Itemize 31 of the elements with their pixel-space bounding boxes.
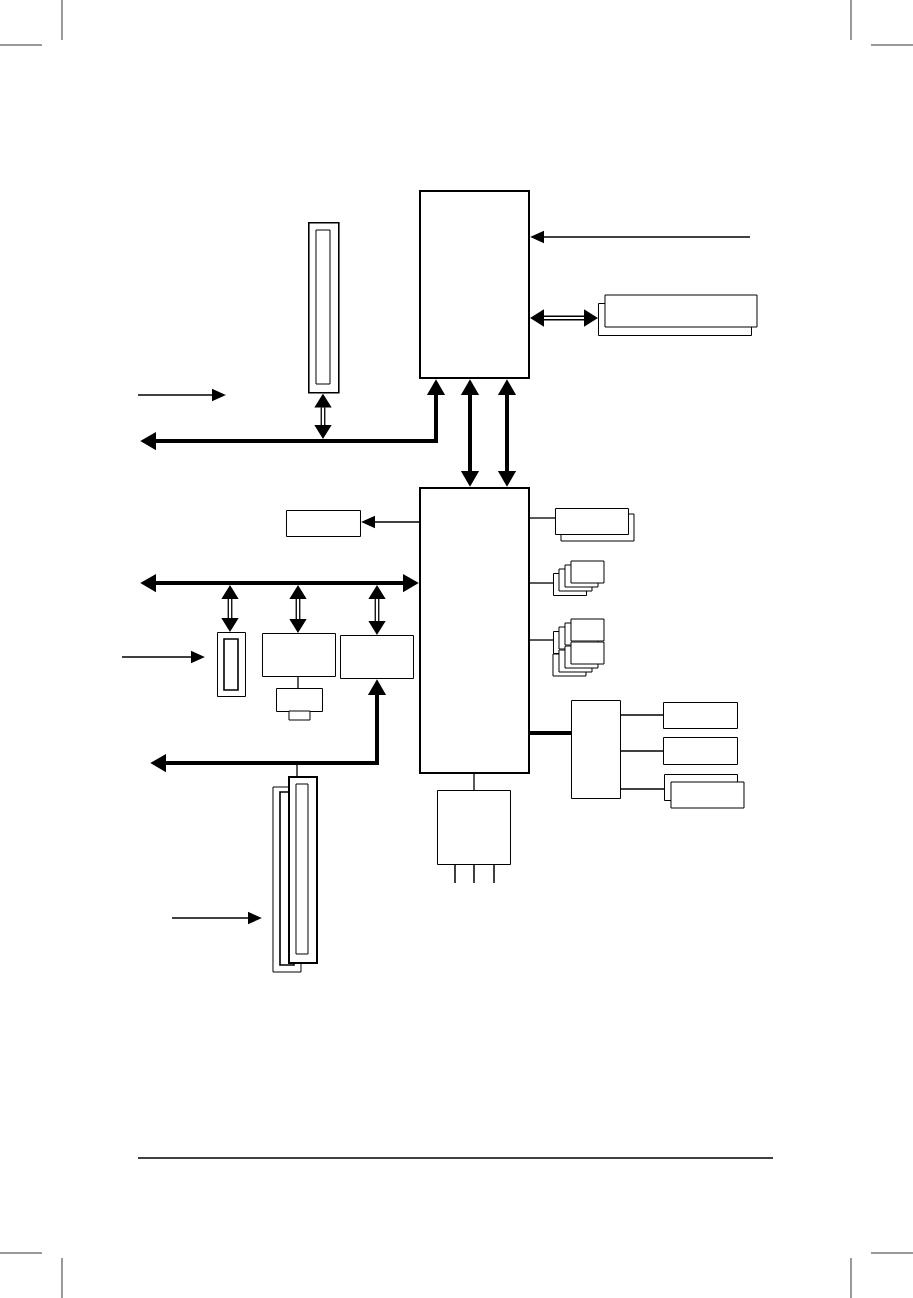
connector-line bbox=[530, 731, 571, 735]
connector-line bbox=[620, 788, 665, 790]
expansion-slot bbox=[308, 222, 340, 394]
chip-box bbox=[286, 510, 361, 537]
arrow bbox=[530, 309, 598, 327]
stacked-boxes bbox=[598, 294, 758, 336]
connector-line bbox=[620, 714, 664, 716]
arrow bbox=[221, 585, 239, 632]
arrow bbox=[289, 585, 307, 633]
chip-box bbox=[340, 635, 414, 679]
connector-line bbox=[529, 582, 554, 584]
stacked-boxes bbox=[553, 560, 605, 596]
connector-line bbox=[529, 639, 554, 641]
expansion-slot bbox=[272, 776, 318, 973]
chip-box bbox=[663, 702, 738, 729]
stacked-boxes bbox=[552, 618, 605, 677]
chip-box bbox=[437, 790, 511, 884]
chipset-block bbox=[419, 487, 530, 774]
connector-line bbox=[529, 517, 556, 519]
connector-line bbox=[297, 676, 299, 689]
connector-line bbox=[620, 750, 664, 752]
expansion-slot bbox=[217, 632, 246, 697]
arrow bbox=[368, 585, 386, 635]
port-box bbox=[276, 688, 323, 721]
stacked-boxes bbox=[664, 774, 745, 809]
connector-line bbox=[473, 773, 475, 791]
chip-box bbox=[571, 700, 621, 799]
stacked-boxes bbox=[555, 508, 635, 542]
processor-block bbox=[419, 190, 530, 379]
chip-box bbox=[262, 633, 336, 677]
chip-box bbox=[663, 737, 738, 765]
